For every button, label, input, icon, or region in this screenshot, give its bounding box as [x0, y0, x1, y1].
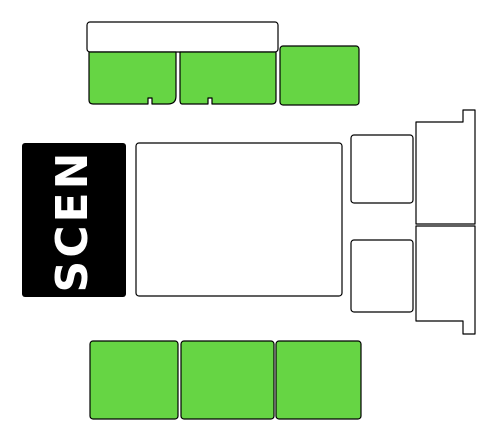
- section-top-center[interactable]: [179, 51, 277, 105]
- stage-block: [22, 143, 126, 297]
- stage-label: SCEN: [47, 150, 98, 293]
- section-top-left[interactable]: [88, 51, 177, 105]
- section-top-banner[interactable]: [86, 21, 279, 53]
- section-bottom-left[interactable]: [89, 340, 179, 420]
- section-right-tower-upper[interactable]: [415, 109, 476, 225]
- section-bottom-center[interactable]: [180, 340, 275, 420]
- section-floor[interactable]: [135, 142, 343, 297]
- section-bottom-right[interactable]: [275, 340, 362, 420]
- section-right-tower-lower[interactable]: [415, 225, 476, 335]
- section-right-box-upper[interactable]: [350, 134, 414, 204]
- section-top-right[interactable]: [279, 45, 360, 106]
- section-right-box-lower[interactable]: [350, 239, 414, 313]
